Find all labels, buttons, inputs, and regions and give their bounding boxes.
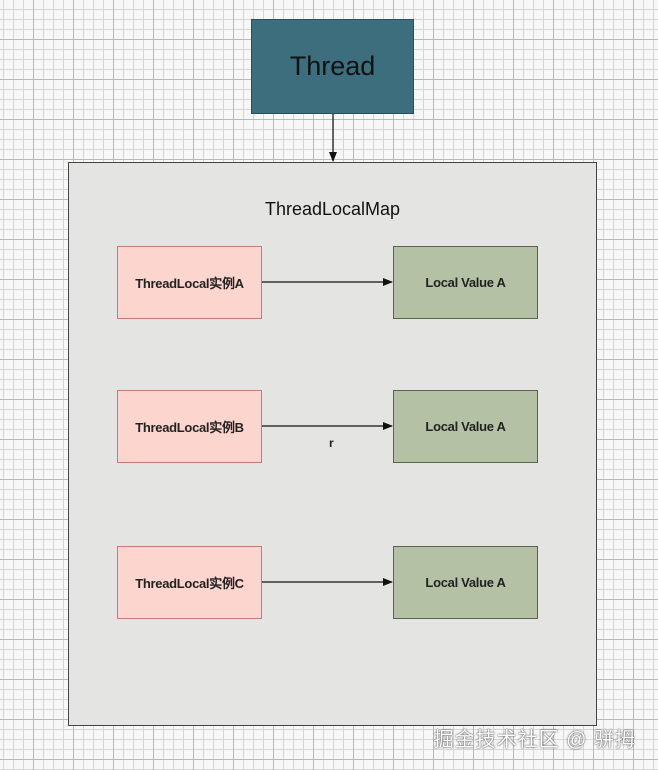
threadlocal-node-a: ThreadLocal实例A — [117, 246, 262, 319]
thread-label: Thread — [289, 51, 376, 81]
value-label-b: Local Value A — [425, 419, 506, 434]
thread-node: Thread — [251, 19, 414, 114]
value-node-b: Local Value A — [393, 390, 538, 463]
value-node-a: Local Value A — [393, 246, 538, 319]
watermark-text: 掘金技术社区 @ 骈拇 — [433, 729, 636, 751]
value-node-c: Local Value A — [393, 546, 538, 619]
value-label-c: Local Value A — [425, 575, 506, 590]
threadlocal-node-b: ThreadLocal实例B — [117, 390, 262, 463]
threadlocal-node-c: ThreadLocal实例C — [117, 546, 262, 619]
threadlocal-label-a: ThreadLocal实例A — [135, 276, 244, 291]
threadlocal-label-b: ThreadLocal实例B — [135, 420, 244, 435]
threadlocalmap-title: ThreadLocalMap — [264, 199, 401, 219]
threadlocal-label-c: ThreadLocal实例C — [135, 576, 244, 591]
arrow-label-b: r — [329, 436, 334, 450]
value-label-a: Local Value A — [425, 275, 506, 290]
